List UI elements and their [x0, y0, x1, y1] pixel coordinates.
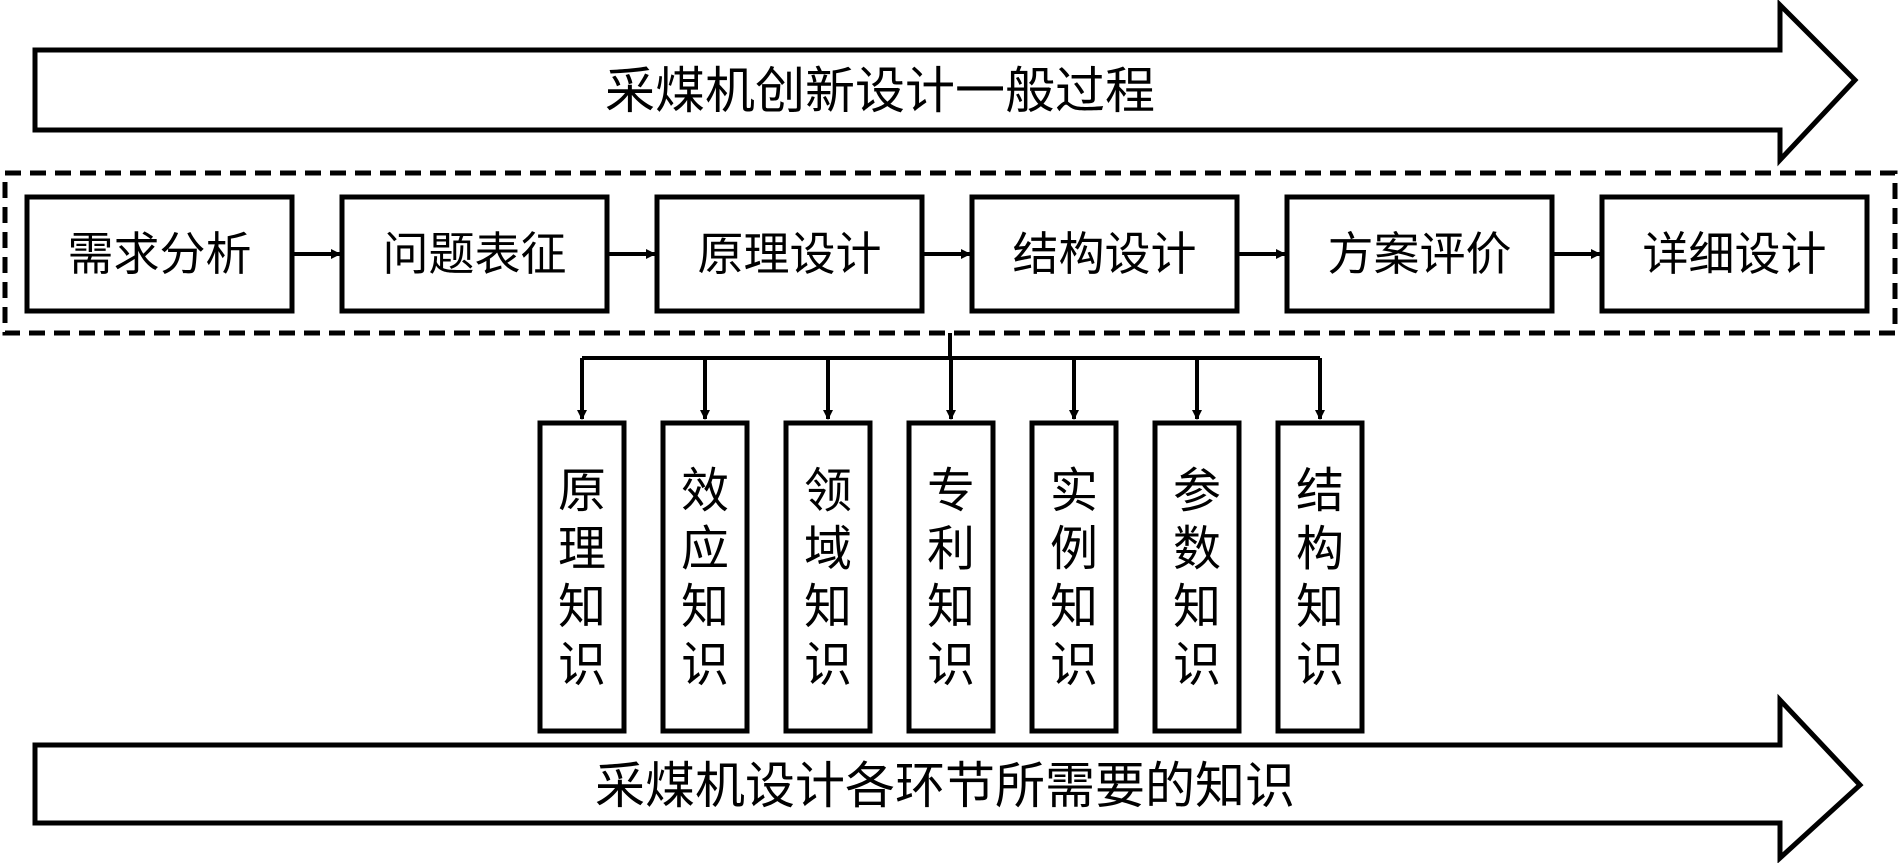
knowledge-label-char: 知 — [1296, 579, 1344, 635]
knowledge-label-char: 实 — [1050, 463, 1098, 519]
knowledge-label-char: 知 — [558, 579, 606, 635]
knowledge-label-char: 参 — [1173, 463, 1221, 519]
knowledge-label-char: 域 — [804, 521, 852, 577]
knowledge-label-char: 效 — [681, 463, 729, 519]
knowledge-label-char: 专 — [927, 463, 975, 519]
knowledge-label-char: 结 — [1296, 463, 1344, 519]
knowledge-label-char: 识 — [1173, 637, 1221, 693]
knowledge-label-char: 识 — [1296, 637, 1344, 693]
step-label: 结构设计 — [1013, 227, 1197, 281]
knowledge-label-char: 识 — [681, 637, 729, 693]
bottom-arrow-label: 采煤机设计各环节所需要的知识 — [595, 757, 1295, 815]
step-label: 方案评价 — [1328, 227, 1512, 281]
knowledge-label-char: 识 — [804, 637, 852, 693]
knowledge-label-char: 构 — [1296, 521, 1344, 577]
step-box-3: 原理设计 — [654, 194, 925, 314]
step-box-4: 结构设计 — [969, 194, 1240, 314]
bottom-knowledge-arrow — [32, 693, 1864, 863]
knowledge-label-char: 领 — [804, 463, 852, 519]
step-label: 问题表征 — [383, 227, 567, 281]
step-label: 需求分析 — [68, 227, 252, 281]
knowledge-label-char: 例 — [1050, 521, 1098, 577]
knowledge-label-char: 利 — [927, 521, 975, 577]
knowledge-label-char: 数 — [1173, 521, 1221, 577]
knowledge-label-char: 识 — [927, 637, 975, 693]
knowledge-label-char: 知 — [1050, 579, 1098, 635]
top-process-arrow — [32, 0, 1859, 167]
knowledge-label-char: 识 — [1050, 637, 1098, 693]
step-box-6: 详细设计 — [1599, 194, 1870, 314]
process-steps: 需求分析 问题表征 原理设计 结构设计 方案评价 详细设计 — [24, 194, 1870, 314]
knowledge-label-char: 理 — [558, 521, 606, 577]
knowledge-label-char: 知 — [927, 579, 975, 635]
knowledge-label-char: 知 — [804, 579, 852, 635]
step-box-1: 需求分析 — [24, 194, 295, 314]
knowledge-label-char: 识 — [558, 637, 606, 693]
knowledge-branch-connectors — [577, 333, 1325, 420]
step-box-2: 问题表征 — [339, 194, 610, 314]
top-arrow-label: 采煤机创新设计一般过程 — [605, 62, 1155, 120]
knowledge-label-char: 原 — [558, 463, 606, 519]
knowledge-label-char: 知 — [681, 579, 729, 635]
step-label: 原理设计 — [698, 227, 882, 281]
knowledge-label-char: 知 — [1173, 579, 1221, 635]
step-label: 详细设计 — [1643, 227, 1827, 281]
step-box-5: 方案评价 — [1284, 194, 1555, 314]
knowledge-label-char: 应 — [681, 521, 729, 577]
